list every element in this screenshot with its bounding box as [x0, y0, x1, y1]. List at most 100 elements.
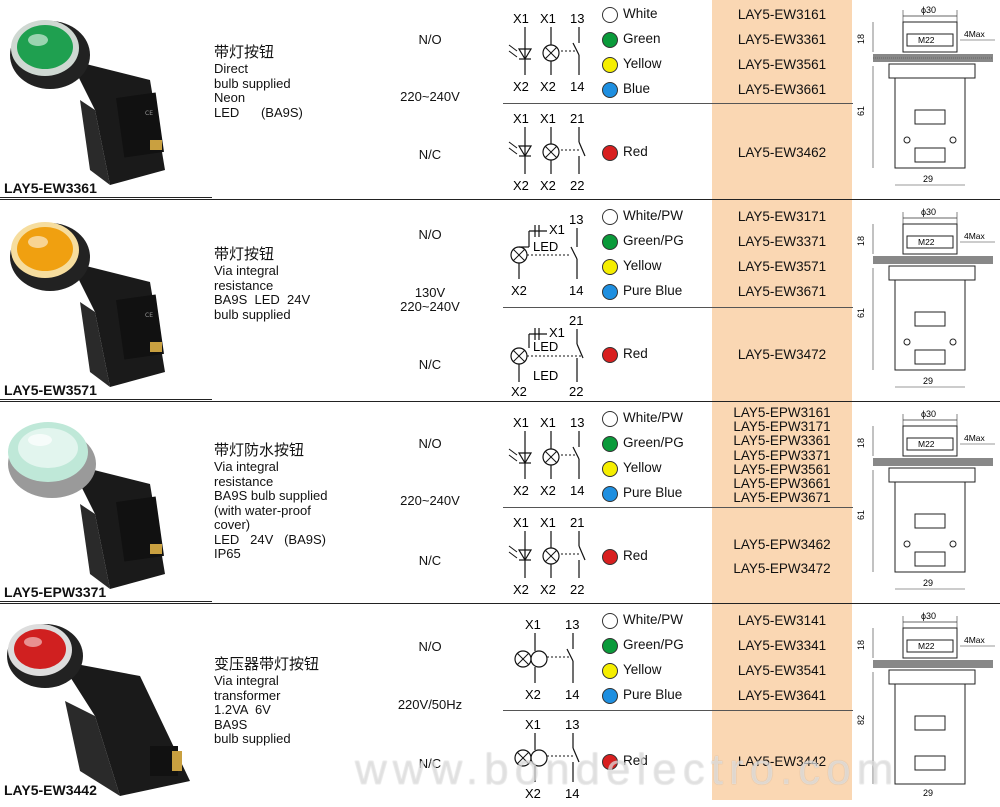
voltage-label: 220V/50Hz	[397, 697, 463, 712]
svg-text:18: 18	[856, 640, 866, 650]
watermark: www.bondelectro.com	[355, 745, 900, 794]
description-chinese: 带灯防水按钮	[214, 441, 305, 459]
svg-text:X1: X1	[549, 325, 565, 340]
svg-text:29: 29	[923, 376, 933, 386]
svg-text:X2: X2	[513, 483, 529, 498]
color-dot-yellow	[602, 663, 618, 679]
product-name: LAY5-EPW3371	[4, 584, 107, 600]
name-underline	[0, 197, 212, 198]
svg-text:13: 13	[570, 11, 584, 26]
color-dot-white	[602, 209, 618, 225]
svg-text:61: 61	[856, 308, 866, 318]
color-dot-green	[602, 638, 618, 654]
color-dot-blue	[602, 82, 618, 98]
color-dot-red	[602, 549, 618, 565]
svg-text:X1: X1	[513, 515, 529, 530]
svg-text:ϕ30: ϕ30	[921, 611, 936, 621]
color-dot-white	[602, 7, 618, 23]
svg-text:X2: X2	[525, 786, 541, 801]
svg-text:X2: X2	[525, 687, 541, 702]
svg-text:X1: X1	[540, 111, 556, 126]
svg-text:X1: X1	[540, 11, 556, 26]
model-code: LAY5-EPW3472	[733, 561, 831, 576]
svg-text:18: 18	[856, 236, 866, 246]
description-line: Via integral	[214, 263, 279, 278]
svg-text:X1: X1	[540, 515, 556, 530]
color-dot-green	[602, 32, 618, 48]
svg-text:ϕ30: ϕ30	[921, 409, 936, 419]
description-chinese: 带灯按钮	[214, 43, 275, 61]
svg-text:LED: LED	[533, 368, 558, 383]
svg-text:X2: X2	[513, 582, 529, 597]
description-line: BA9S	[214, 716, 248, 732]
model-code: LAY5-EPW3561	[733, 461, 831, 477]
svg-text:LED: LED	[533, 339, 558, 354]
model-code: LAY5-EW3371	[737, 234, 827, 249]
svg-text:X2: X2	[540, 582, 556, 597]
product-description: 带灯按钮 Via integral resistance BA9S LED 24…	[214, 244, 310, 322]
svg-text:ϕ30: ϕ30	[921, 5, 936, 15]
product-photo: LAY5-EW3442	[0, 606, 205, 800]
description-line: resistance	[214, 277, 274, 293]
model-code: LAY5-EW3541	[737, 663, 827, 678]
model-code-list: LAY5-EPW3161 LAY5-EPW3171 LAY5-EPW3361 L…	[712, 405, 852, 505]
svg-text:M22: M22	[918, 35, 935, 45]
svg-text:M22: M22	[918, 641, 935, 651]
model-code: LAY5-EW3671	[737, 284, 827, 299]
dimension-drawing: ϕ30 M22 4Max 18 61 29	[856, 5, 995, 186]
nc-schematic: X1 X1 21 X2 X2 22	[508, 111, 586, 193]
svg-text:14: 14	[570, 483, 584, 498]
description-line: Via integral	[214, 673, 279, 688]
no-schematic: X1 X1 13 X2 X2 14	[508, 415, 584, 498]
svg-text:4Max: 4Max	[964, 29, 986, 39]
voltage-label: 220~240V	[400, 493, 460, 508]
svg-text:X1: X1	[513, 415, 529, 430]
svg-text:82: 82	[856, 715, 866, 725]
voltage-line: 130V	[414, 285, 446, 300]
product-photo: CE LAY5-EW3571	[0, 202, 212, 404]
no-schematic: X1 X1 13 X2 X2 14	[508, 11, 584, 94]
color-dot-yellow	[602, 461, 618, 477]
svg-text:4Max: 4Max	[964, 433, 986, 443]
svg-text:X1: X1	[525, 717, 541, 732]
description-line: Direct	[214, 61, 248, 76]
row-divider	[503, 103, 853, 104]
color-dot-red	[602, 145, 618, 161]
color-dot-blue	[602, 284, 618, 300]
svg-text:X2: X2	[540, 79, 556, 94]
description-chinese: 带灯按钮	[214, 245, 275, 263]
model-code: LAY5-EW3472	[737, 347, 827, 362]
product-section-2: CE LAY5-EW3571 带灯按钮 Via integral resista…	[0, 202, 1000, 404]
nc-schematic: X1 21 LED LED X2 22	[510, 313, 584, 399]
product-description: 变压器带灯按钮 Via integral transformer 1.2VA 6…	[214, 654, 319, 747]
nc-schematic: X1 X1 21 X2 X2 22	[508, 515, 586, 597]
svg-text:M22: M22	[918, 237, 935, 247]
voltage-line: 220~240V	[400, 299, 460, 314]
svg-text:X2: X2	[513, 79, 529, 94]
color-dot-white	[602, 613, 618, 629]
svg-text:M22: M22	[918, 439, 935, 449]
svg-text:29: 29	[923, 174, 933, 184]
svg-text:13: 13	[565, 617, 579, 632]
nc-label: N/C	[418, 147, 442, 162]
description-line: Neon	[214, 90, 246, 105]
color-dot-red	[602, 754, 618, 770]
description-line: bulb supplied	[214, 731, 291, 746]
svg-text:21: 21	[570, 111, 584, 126]
svg-text:ϕ30: ϕ30	[921, 207, 936, 217]
model-code: LAY5-EPW3171	[733, 419, 831, 435]
svg-text:X2: X2	[511, 384, 527, 399]
svg-text:X2: X2	[540, 178, 556, 193]
dimension-drawing: ϕ30 M22 4Max 18 61 29	[856, 409, 995, 590]
color-dot-red	[602, 347, 618, 363]
svg-text:21: 21	[570, 515, 584, 530]
description-line: LED 24V (BA9S)	[214, 531, 326, 547]
svg-text:61: 61	[856, 106, 866, 116]
svg-text:14: 14	[565, 786, 579, 801]
svg-text:X1: X1	[525, 617, 541, 632]
model-code: LAY5-EW3571	[737, 259, 827, 274]
no-label: N/O	[418, 227, 442, 242]
svg-text:14: 14	[565, 687, 579, 702]
model-code: LAY5-EPW3462	[733, 537, 831, 552]
no-label: N/O	[418, 639, 442, 654]
